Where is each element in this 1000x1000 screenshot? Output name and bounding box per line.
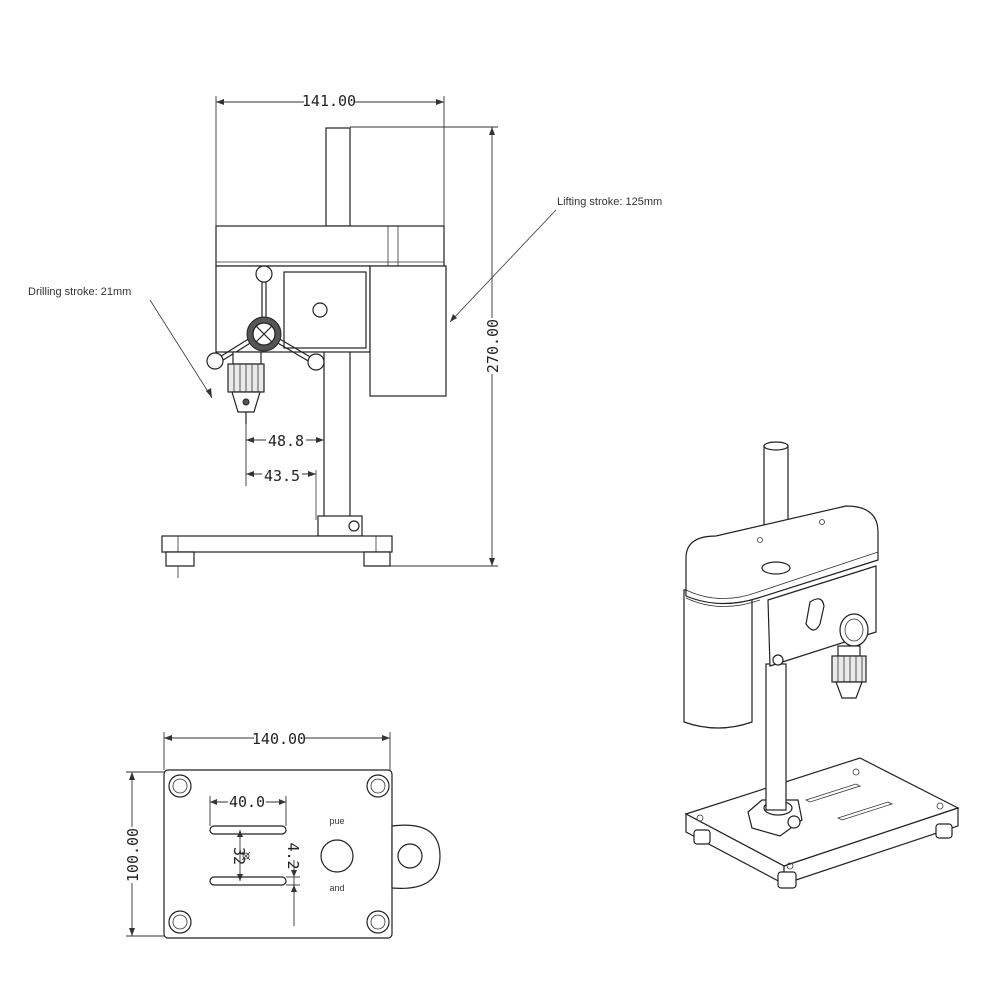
- dim-slot-spacing: 32: [230, 847, 248, 865]
- housing-screw: [312, 302, 328, 318]
- isometric-view: [683, 441, 960, 889]
- dim-reach-inner: 43.5: [264, 467, 300, 485]
- iso-column-lower: [765, 663, 787, 811]
- center-hole: [320, 839, 354, 873]
- dim-slot-length: 40.0: [229, 793, 265, 811]
- base-label-bottom: and: [329, 883, 344, 893]
- dim-slot-width: 4.2: [284, 842, 302, 869]
- dim-base-width: 140.00: [252, 730, 306, 748]
- lifting-stroke-label: Lifting stroke: 125mm: [557, 196, 662, 208]
- motor-body: [369, 265, 447, 397]
- dim-height-total: 270.00: [484, 319, 502, 373]
- drilling-stroke-label: Drilling stroke: 21mm: [28, 286, 131, 298]
- head-block: [215, 225, 445, 267]
- base-plate: [161, 535, 393, 553]
- dim-reach-outer: 48.8: [268, 432, 304, 450]
- slot-bottom: [209, 876, 287, 886]
- dim-base-depth: 100.00: [124, 828, 142, 882]
- iso-chuck: [831, 655, 867, 683]
- base-label-top: pue: [329, 816, 344, 826]
- iso-motor: [683, 589, 753, 729]
- iso-head-block: [685, 505, 879, 605]
- front-view: 141.00 270.00 48.8 43.5 Lifting stroke: …: [28, 92, 662, 578]
- dim-width-top: 141.00: [302, 92, 356, 110]
- base-outline: [163, 769, 393, 939]
- column-lower: [323, 349, 351, 521]
- slot-top: [209, 825, 287, 835]
- base-top-view: pue and 140.00 100.00 40.0 32 4.2: [124, 730, 441, 939]
